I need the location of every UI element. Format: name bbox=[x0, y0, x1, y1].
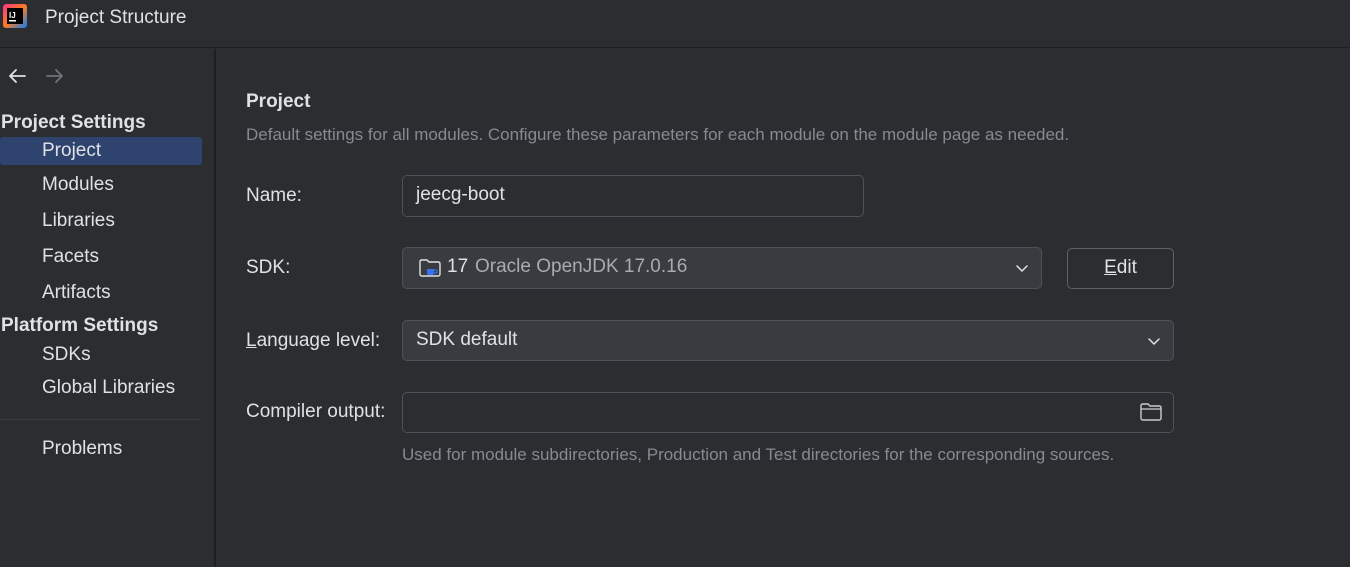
sidebar-separator bbox=[0, 419, 200, 420]
arrow-left-icon[interactable] bbox=[6, 65, 28, 87]
sidebar-item-artifacts[interactable]: Artifacts bbox=[42, 282, 111, 303]
name-label: Name: bbox=[246, 185, 302, 206]
compiler-output-label: Compiler output: bbox=[246, 401, 386, 422]
intellij-logo-icon: IJ bbox=[3, 4, 27, 28]
language-level-dropdown[interactable]: SDK default bbox=[402, 320, 1174, 361]
project-name-field[interactable]: jeecg-boot bbox=[402, 175, 864, 217]
splitter[interactable] bbox=[214, 49, 216, 567]
title-bar: IJ Project Structure bbox=[0, 0, 1350, 48]
svg-text:IJ: IJ bbox=[9, 11, 16, 20]
page-title: Project bbox=[246, 91, 311, 112]
page-description: Default settings for all modules. Config… bbox=[246, 125, 1070, 144]
sidebar-item-sdks[interactable]: SDKs bbox=[42, 344, 91, 365]
sidebar: Project Settings Project Modules Librari… bbox=[0, 49, 214, 567]
edit-sdk-button[interactable]: Edit bbox=[1067, 248, 1174, 289]
arrow-right-icon[interactable] bbox=[44, 65, 66, 87]
language-level-value: SDK default bbox=[416, 329, 518, 350]
language-level-label: Language level: bbox=[246, 330, 380, 352]
edit-label: dit bbox=[1116, 257, 1137, 278]
language-level-label-text: anguage level: bbox=[256, 330, 381, 351]
folder-icon[interactable] bbox=[1140, 402, 1162, 422]
sidebar-item-modules[interactable]: Modules bbox=[42, 174, 114, 195]
jdk-folder-icon bbox=[419, 259, 441, 277]
sidebar-item-libraries[interactable]: Libraries bbox=[42, 210, 115, 231]
project-name-value: jeecg-boot bbox=[416, 184, 505, 205]
compiler-output-hint: Used for module subdirectories, Producti… bbox=[402, 445, 1115, 464]
sdk-name: Oracle OpenJDK 17.0.16 bbox=[475, 256, 688, 277]
sidebar-item-global-libraries[interactable]: Global Libraries bbox=[42, 377, 176, 398]
sdk-label: SDK: bbox=[246, 257, 291, 278]
language-level-mnemonic: L bbox=[246, 330, 257, 351]
sdk-version: 17 bbox=[447, 256, 469, 277]
sidebar-item-project[interactable]: Project bbox=[0, 137, 202, 165]
sidebar-item-facets[interactable]: Facets bbox=[42, 246, 100, 267]
project-settings-panel: Project Default settings for all modules… bbox=[216, 49, 1350, 567]
section-heading-project-settings: Project Settings bbox=[1, 112, 146, 133]
compiler-output-field[interactable] bbox=[402, 392, 1174, 433]
section-heading-platform-settings: Platform Settings bbox=[1, 315, 159, 336]
sdk-dropdown[interactable]: 17 Oracle OpenJDK 17.0.16 bbox=[402, 247, 1042, 289]
sidebar-item-problems[interactable]: Problems bbox=[42, 438, 123, 459]
chevron-down-icon bbox=[1148, 338, 1160, 345]
chevron-down-icon bbox=[1016, 265, 1028, 272]
window-title: Project Structure bbox=[45, 7, 187, 28]
edit-mnemonic: E bbox=[1104, 257, 1117, 278]
